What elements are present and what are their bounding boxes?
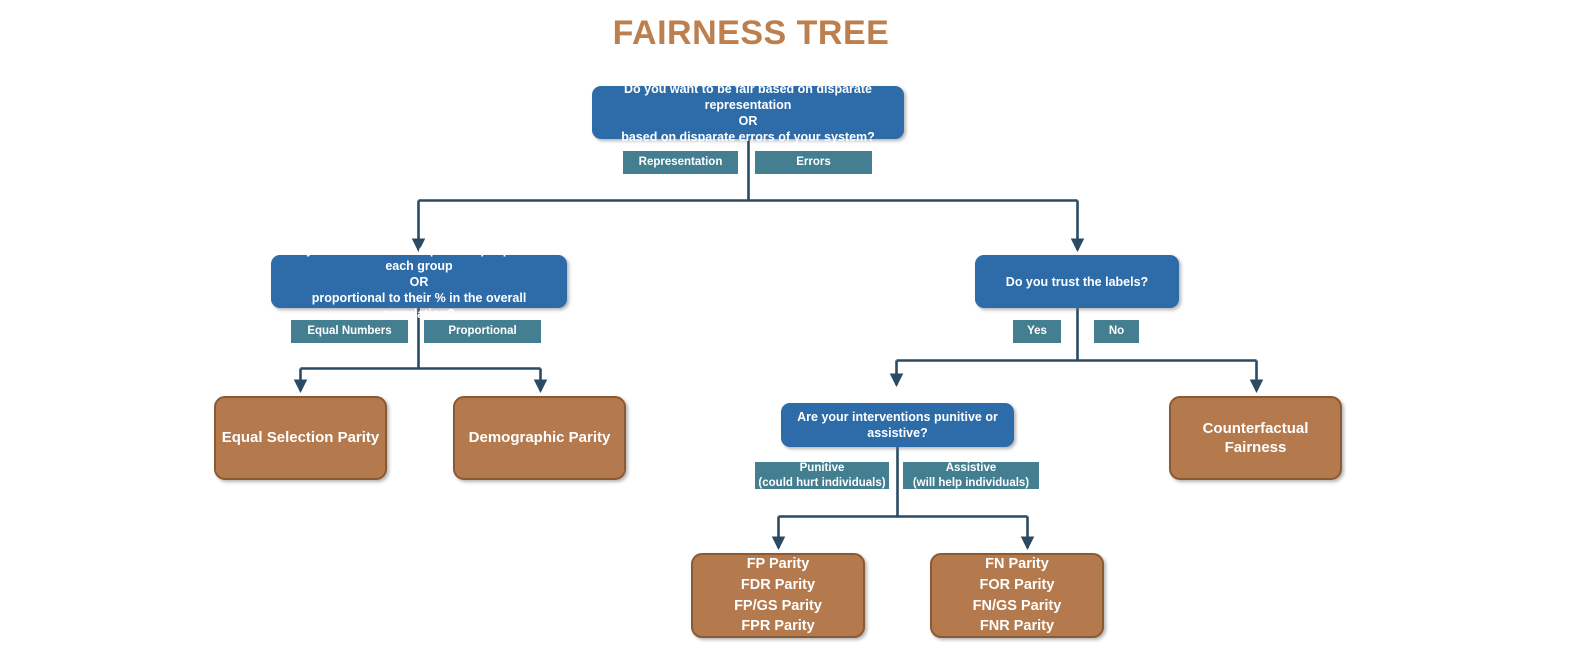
fn-parity-line-3: FN/GS Parity: [972, 597, 1062, 614]
fp-parity-line-4: FPR Parity: [741, 618, 815, 635]
edge-label-equal-numbers-text: Equal Numbers: [307, 325, 392, 338]
node-interventions-question[interactable]: Are your interventions punitive or assis…: [781, 403, 1014, 447]
node-demographic-parity[interactable]: Demographic Parity: [453, 396, 626, 480]
node-counterfactual-fairness[interactable]: Counterfactual Fairness: [1169, 396, 1342, 480]
counterfactual-fairness-text: Counterfactual Fairness: [1202, 419, 1309, 456]
page-title: FAIRNESS TREE: [612, 14, 890, 52]
edge-label-assistive-line-1: Assistive: [945, 462, 997, 475]
representation-question-line-3: proportional to their % in the overall p…: [311, 290, 527, 321]
fp-parity-line-2: FDR Parity: [740, 576, 816, 593]
edge-label-punitive-line-1: Punitive: [799, 462, 845, 475]
node-root-question[interactable]: Do you want to be fair based on disparat…: [592, 82, 904, 144]
node-representation-question[interactable]: Do you need to select equal # of people …: [271, 243, 567, 321]
node-equal-selection-parity[interactable]: Equal Selection Parity: [214, 396, 387, 480]
root-question-line-1: Do you want to be fair based on disparat…: [624, 81, 872, 112]
representation-question-line-2: OR: [409, 274, 429, 289]
fp-parity-line-1: FP Parity: [746, 556, 810, 573]
root-question-line-3: based on disparate errors of your system…: [621, 129, 875, 144]
root-question-line-2: OR: [738, 113, 758, 128]
edge-label-assistive[interactable]: Assistive (will help individuals): [903, 462, 1039, 489]
node-fp-parity-group[interactable]: FP Parity FDR Parity FP/GS Parity FPR Pa…: [691, 553, 865, 638]
edge-label-equal-numbers[interactable]: Equal Numbers: [291, 320, 408, 343]
fn-parity-line-1: FN Parity: [985, 556, 1049, 573]
interventions-question-text: Are your interventions punitive or assis…: [797, 410, 998, 440]
edge-label-no-text: No: [1108, 325, 1125, 338]
edge-label-no[interactable]: No: [1094, 320, 1139, 343]
edge-label-assistive-line-2: (will help individuals): [912, 476, 1030, 489]
edge-label-yes[interactable]: Yes: [1013, 320, 1061, 343]
fn-parity-line-2: FOR Parity: [979, 576, 1055, 593]
edge-label-punitive[interactable]: Punitive (could hurt individuals): [755, 462, 889, 489]
edge-label-proportional[interactable]: Proportional: [424, 320, 541, 343]
node-trust-labels-question[interactable]: Do you trust the labels?: [975, 255, 1179, 308]
representation-question-line-1: Do you need to select equal # of people …: [285, 242, 552, 273]
fp-parity-line-3: FP/GS Parity: [734, 597, 822, 614]
edge-label-representation-text: Representation: [638, 156, 723, 169]
edge-label-yes-text: Yes: [1027, 325, 1047, 338]
edge-label-errors[interactable]: Errors: [755, 151, 872, 174]
equal-selection-parity-text: Equal Selection Parity: [221, 429, 380, 447]
node-fn-parity-group[interactable]: FN Parity FOR Parity FN/GS Parity FNR Pa…: [930, 553, 1104, 638]
edge-label-errors-text: Errors: [796, 156, 831, 169]
fn-parity-line-4: FNR Parity: [979, 618, 1055, 635]
edge-label-representation[interactable]: Representation: [623, 151, 738, 174]
edge-label-punitive-line-2: (could hurt individuals): [758, 476, 886, 489]
trust-labels-question-text: Do you trust the labels?: [1005, 274, 1149, 289]
edge-label-proportional-text: Proportional: [448, 325, 517, 338]
demographic-parity-text: Demographic Parity: [468, 429, 611, 447]
